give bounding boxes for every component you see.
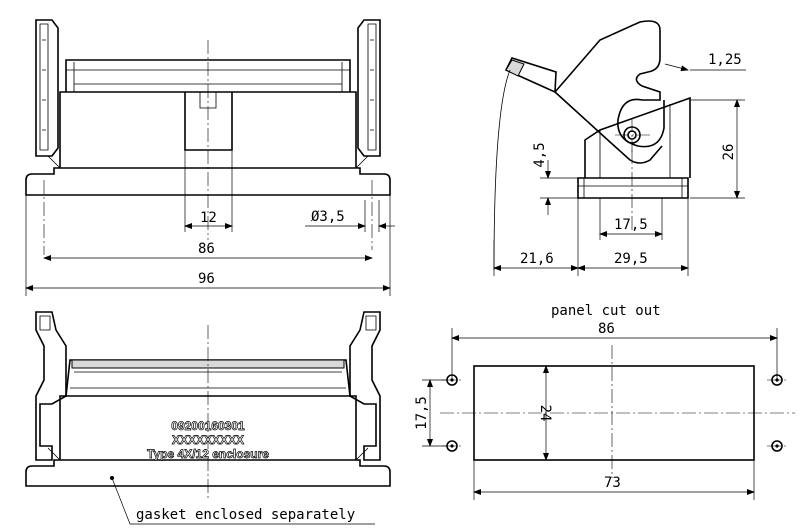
dim-26: 26 — [721, 144, 737, 161]
panel-cutout-view: panel cut out 86 — [414, 303, 795, 500]
marking-line-2: XXXXXXXXX — [172, 433, 244, 447]
front-view-top: 12 Ø3,5 86 96 — [25, 19, 395, 296]
gasket-note: gasket enclosed separately — [136, 507, 355, 523]
dim-17-5: 17,5 — [614, 217, 648, 233]
dim-1-25: 1,25 — [708, 52, 742, 68]
dim-4-5: 4,5 — [532, 142, 548, 167]
cutout-dim-73: 73 — [604, 475, 621, 491]
front-view-bottom: 09200160301 XXXXXXXXX Type 4X/12 enclosu… — [25, 311, 391, 525]
dim-21-6: 21,6 — [520, 251, 554, 267]
dim-29-5: 29,5 — [614, 251, 648, 267]
marking-line-1: 09200160301 — [171, 419, 245, 433]
marking-line-3: Type 4X/12 enclosure — [147, 447, 269, 461]
dim-hole-dia: Ø3,5 — [311, 209, 345, 225]
dim-96: 96 — [198, 271, 215, 287]
dim-12: 12 — [200, 210, 217, 226]
cutout-dim-17-5: 17,5 — [414, 396, 430, 430]
side-view: 1,25 26 4,5 17,5 21,6 29,5 — [493, 20, 746, 276]
cutout-dim-24: 24 — [537, 405, 553, 422]
cutout-dim-86: 86 — [598, 321, 615, 337]
cutout-title: panel cut out — [551, 303, 661, 319]
dim-86: 86 — [198, 241, 215, 257]
